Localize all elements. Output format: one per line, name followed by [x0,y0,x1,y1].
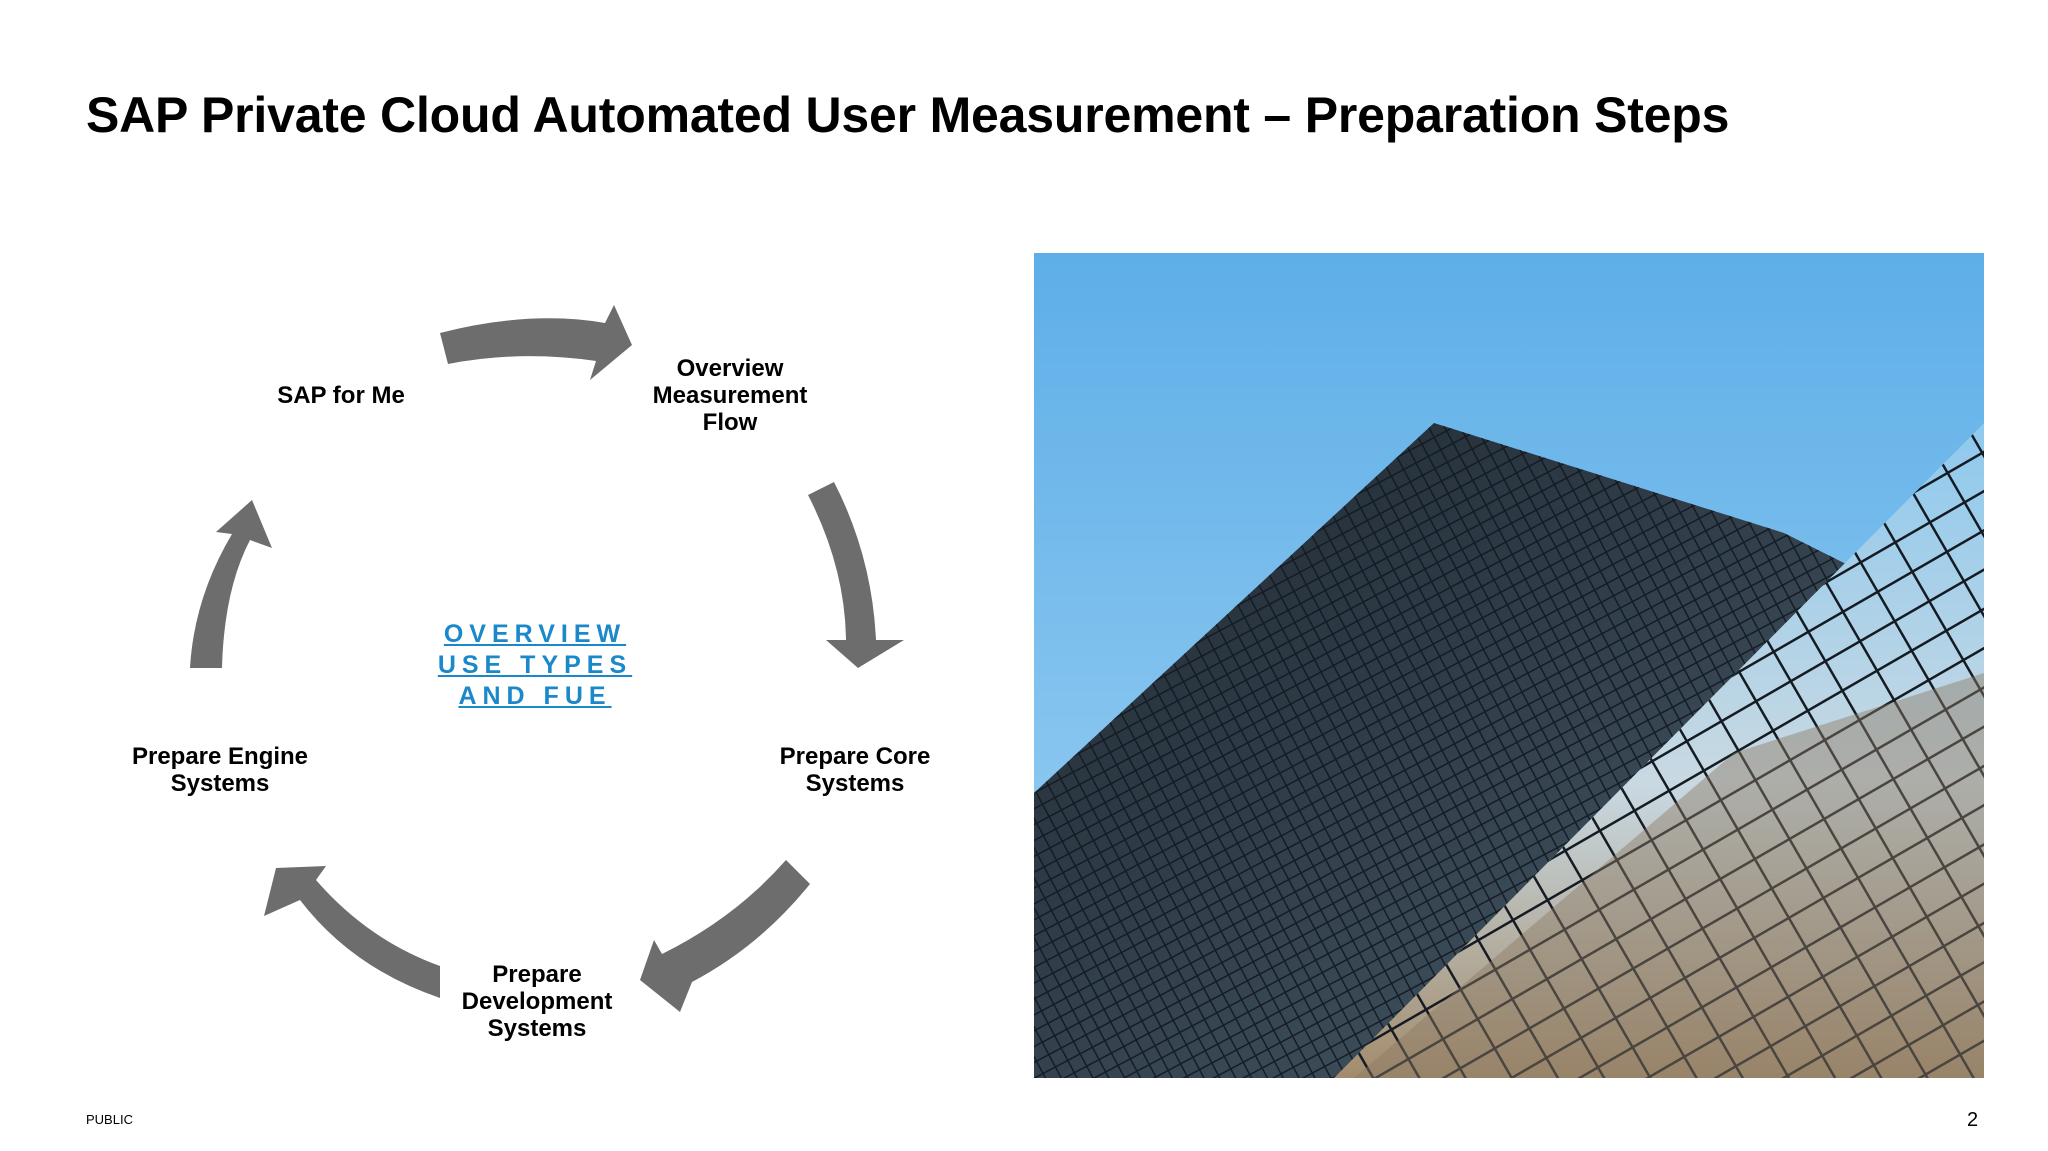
link-line-3: AND FUE [458,682,612,710]
step-prepare-engine-systems: Prepare Engine Systems [131,743,309,797]
cycle-arrow-3 [640,860,810,1012]
page-number: 2 [1967,1109,1979,1131]
slide-title: SAP Private Cloud Automated User Measure… [86,87,1730,143]
link-line-1: OVERVIEW [443,620,627,648]
link-line-2: USE TYPES [437,651,633,679]
step-sap-for-me: SAP for Me [277,382,405,409]
cycle-arrow-4 [264,866,440,998]
cycle-arrow-2 [808,482,904,668]
step-prepare-development-systems: Prepare Development Systems [461,961,613,1042]
cycle-diagram [190,305,904,1012]
overview-use-types-link[interactable]: OVERVIEW USE TYPES AND FUE [420,619,650,712]
cycle-arrow-1 [440,305,632,380]
cycle-arrow-5 [190,500,272,668]
classification-label: PUBLIC [86,1112,133,1127]
step-overview-measurement-flow: Overview Measurement Flow [652,355,808,436]
step-prepare-core-systems: Prepare Core Systems [779,743,931,797]
skyscraper-photo [1034,253,1984,1078]
